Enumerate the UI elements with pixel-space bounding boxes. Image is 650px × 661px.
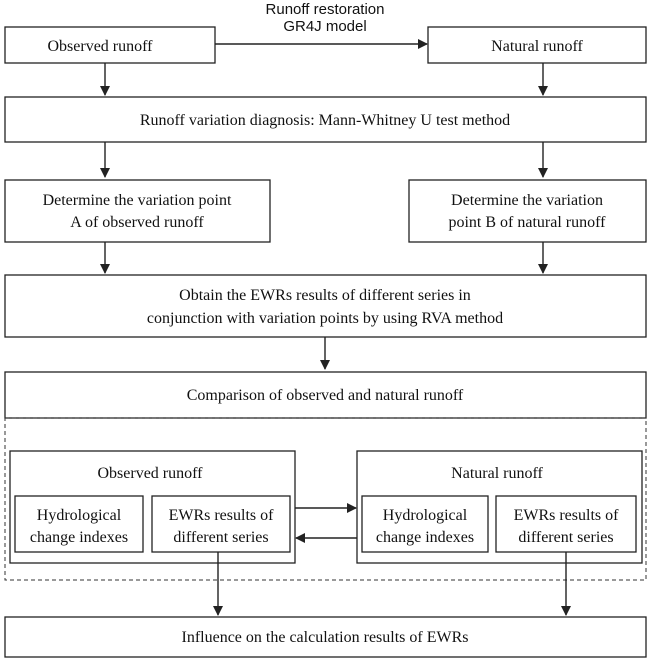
diagnosis-label: Runoff variation diagnosis: Mann-Whitney… bbox=[140, 112, 510, 129]
ewrs-results-line2: conjunction with variation points by usi… bbox=[147, 310, 503, 327]
natural-hydro-box bbox=[361, 495, 489, 553]
comparison-box bbox=[4, 371, 647, 419]
variation-point-a-box bbox=[4, 179, 271, 243]
observed-runoff-box bbox=[4, 26, 216, 64]
observed-ewrs-box bbox=[151, 495, 291, 553]
natural-ewrs-box bbox=[495, 495, 637, 553]
diagnosis-box bbox=[4, 96, 647, 143]
observed-group-title: Observed runoff bbox=[97, 465, 203, 482]
observed-runoff-label: Observed runoff bbox=[47, 38, 153, 55]
natural-runoff-box bbox=[427, 26, 647, 64]
ewrs-results-line1: Obtain the EWRs results of different ser… bbox=[179, 287, 471, 304]
variation-point-a-line1: Determine the variation point bbox=[43, 192, 232, 209]
natural-ewrs-line1: EWRs results of bbox=[514, 507, 620, 524]
natural-hydro-line1: Hydrological bbox=[383, 507, 468, 524]
natural-hydro-line2: change indexes bbox=[376, 529, 474, 546]
ewrs-results-box bbox=[4, 274, 647, 338]
variation-point-b-line2: point B of natural runoff bbox=[448, 214, 606, 231]
comparison-dashed-container bbox=[4, 417, 647, 581]
influence-label: Influence on the calculation results of … bbox=[181, 629, 468, 646]
natural-ewrs-line2: different series bbox=[518, 529, 613, 546]
variation-point-b-box bbox=[408, 179, 647, 243]
natural-group-title: Natural runoff bbox=[451, 465, 543, 482]
restoration-label-line2: GR4J model bbox=[283, 18, 366, 35]
variation-point-a-line2: A of observed runoff bbox=[70, 214, 204, 231]
variation-point-b-line1: Determine the variation bbox=[451, 192, 603, 209]
influence-box bbox=[4, 616, 647, 658]
observed-hydro-line2: change indexes bbox=[30, 529, 128, 546]
observed-ewrs-line1: EWRs results of bbox=[169, 507, 275, 524]
observed-ewrs-line2: different series bbox=[173, 529, 268, 546]
observed-hydro-line1: Hydrological bbox=[37, 507, 122, 524]
comparison-label: Comparison of observed and natural runof… bbox=[187, 387, 464, 404]
restoration-label-line1: Runoff restoration bbox=[266, 1, 385, 18]
natural-runoff-label: Natural runoff bbox=[491, 38, 583, 55]
observed-hydro-box bbox=[14, 495, 144, 553]
